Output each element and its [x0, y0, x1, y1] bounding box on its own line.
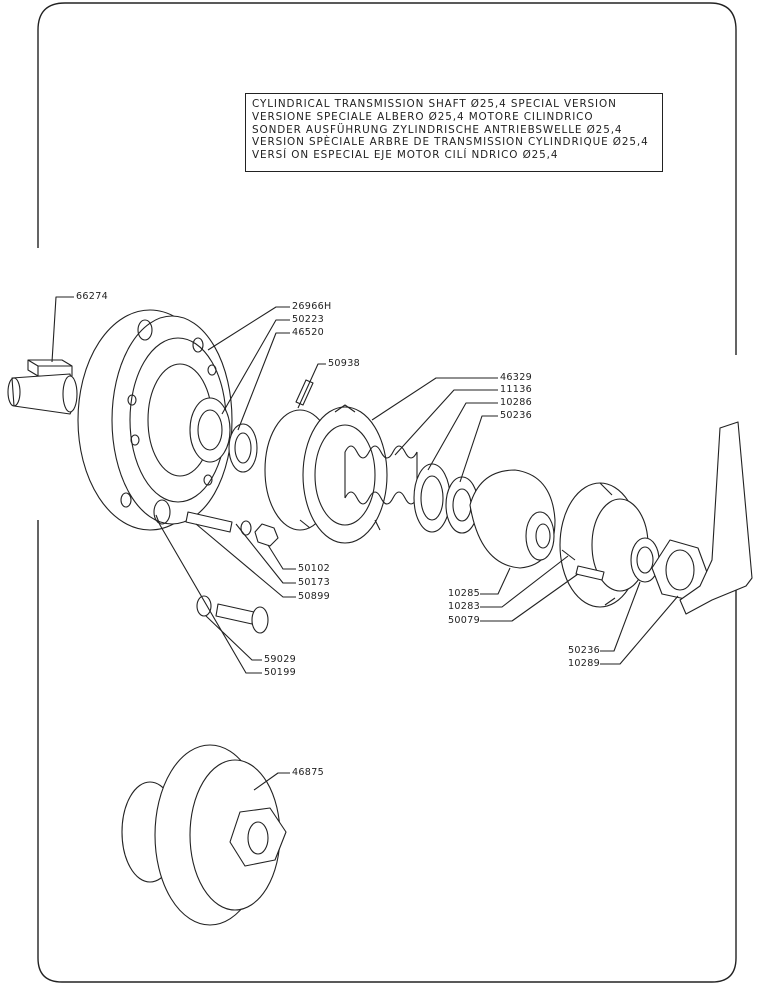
part-label: 10289 — [568, 658, 601, 669]
shaft-part — [7, 373, 78, 415]
part-label: 10283 — [448, 601, 481, 612]
part-label: 50236 — [500, 410, 533, 421]
housing-part — [77, 309, 233, 531]
part-label: 46875 — [292, 767, 325, 778]
drive-cup-part — [469, 469, 556, 569]
bearing-part — [189, 397, 258, 473]
bolt-part — [196, 565, 605, 634]
part-label: 59029 — [264, 654, 297, 665]
key-part — [27, 359, 73, 377]
screw-part — [185, 511, 279, 547]
ring-part — [413, 463, 479, 534]
hub-part — [264, 404, 388, 544]
part-label: 50102 — [298, 563, 331, 574]
assembled-unit — [121, 744, 287, 926]
part-label: 50899 — [298, 591, 331, 602]
part-label: 66274 — [76, 291, 109, 302]
title-line-de: SONDER AUSFÜHRUNG ZYLINDRISCHE ANTRIEBSW… — [252, 123, 623, 136]
page-frame — [37, 2, 737, 983]
title-box: CYLINDRICAL TRANSMISSION SHAFT Ø25,4 SPE… — [245, 93, 663, 172]
part-label: 46329 — [500, 372, 533, 383]
part-label: 50173 — [298, 577, 331, 588]
part-label: 50938 — [328, 358, 361, 369]
part-label: 50199 — [264, 667, 297, 678]
part-label: 50223 — [292, 314, 325, 325]
title-line-es: VERSÍ ON ESPECIAL EJE MOTOR CILÍ NDRICO … — [252, 149, 559, 162]
part-label: 10285 — [448, 588, 481, 599]
nut-part — [630, 537, 709, 601]
spring-part — [344, 445, 418, 505]
part-label: 10286 — [500, 397, 533, 408]
title-line-en: CYLINDRICAL TRANSMISSION SHAFT Ø25,4 SPE… — [252, 98, 617, 110]
part-label: 11136 — [500, 384, 533, 395]
spanner-part — [679, 421, 753, 615]
part-label: 46520 — [292, 327, 325, 338]
part-label: 50079 — [448, 615, 481, 626]
leader-lines — [51, 296, 679, 791]
title-line-it: VERSIONE SPECIALE ALBERO Ø25,4 MOTORE CI… — [252, 110, 594, 123]
part-label: 26966H — [292, 301, 332, 312]
title-line-fr: VERSION SPÈCIALE ARBRE DE TRANSMISSION C… — [252, 136, 649, 149]
part-label: 50236 — [568, 645, 601, 656]
